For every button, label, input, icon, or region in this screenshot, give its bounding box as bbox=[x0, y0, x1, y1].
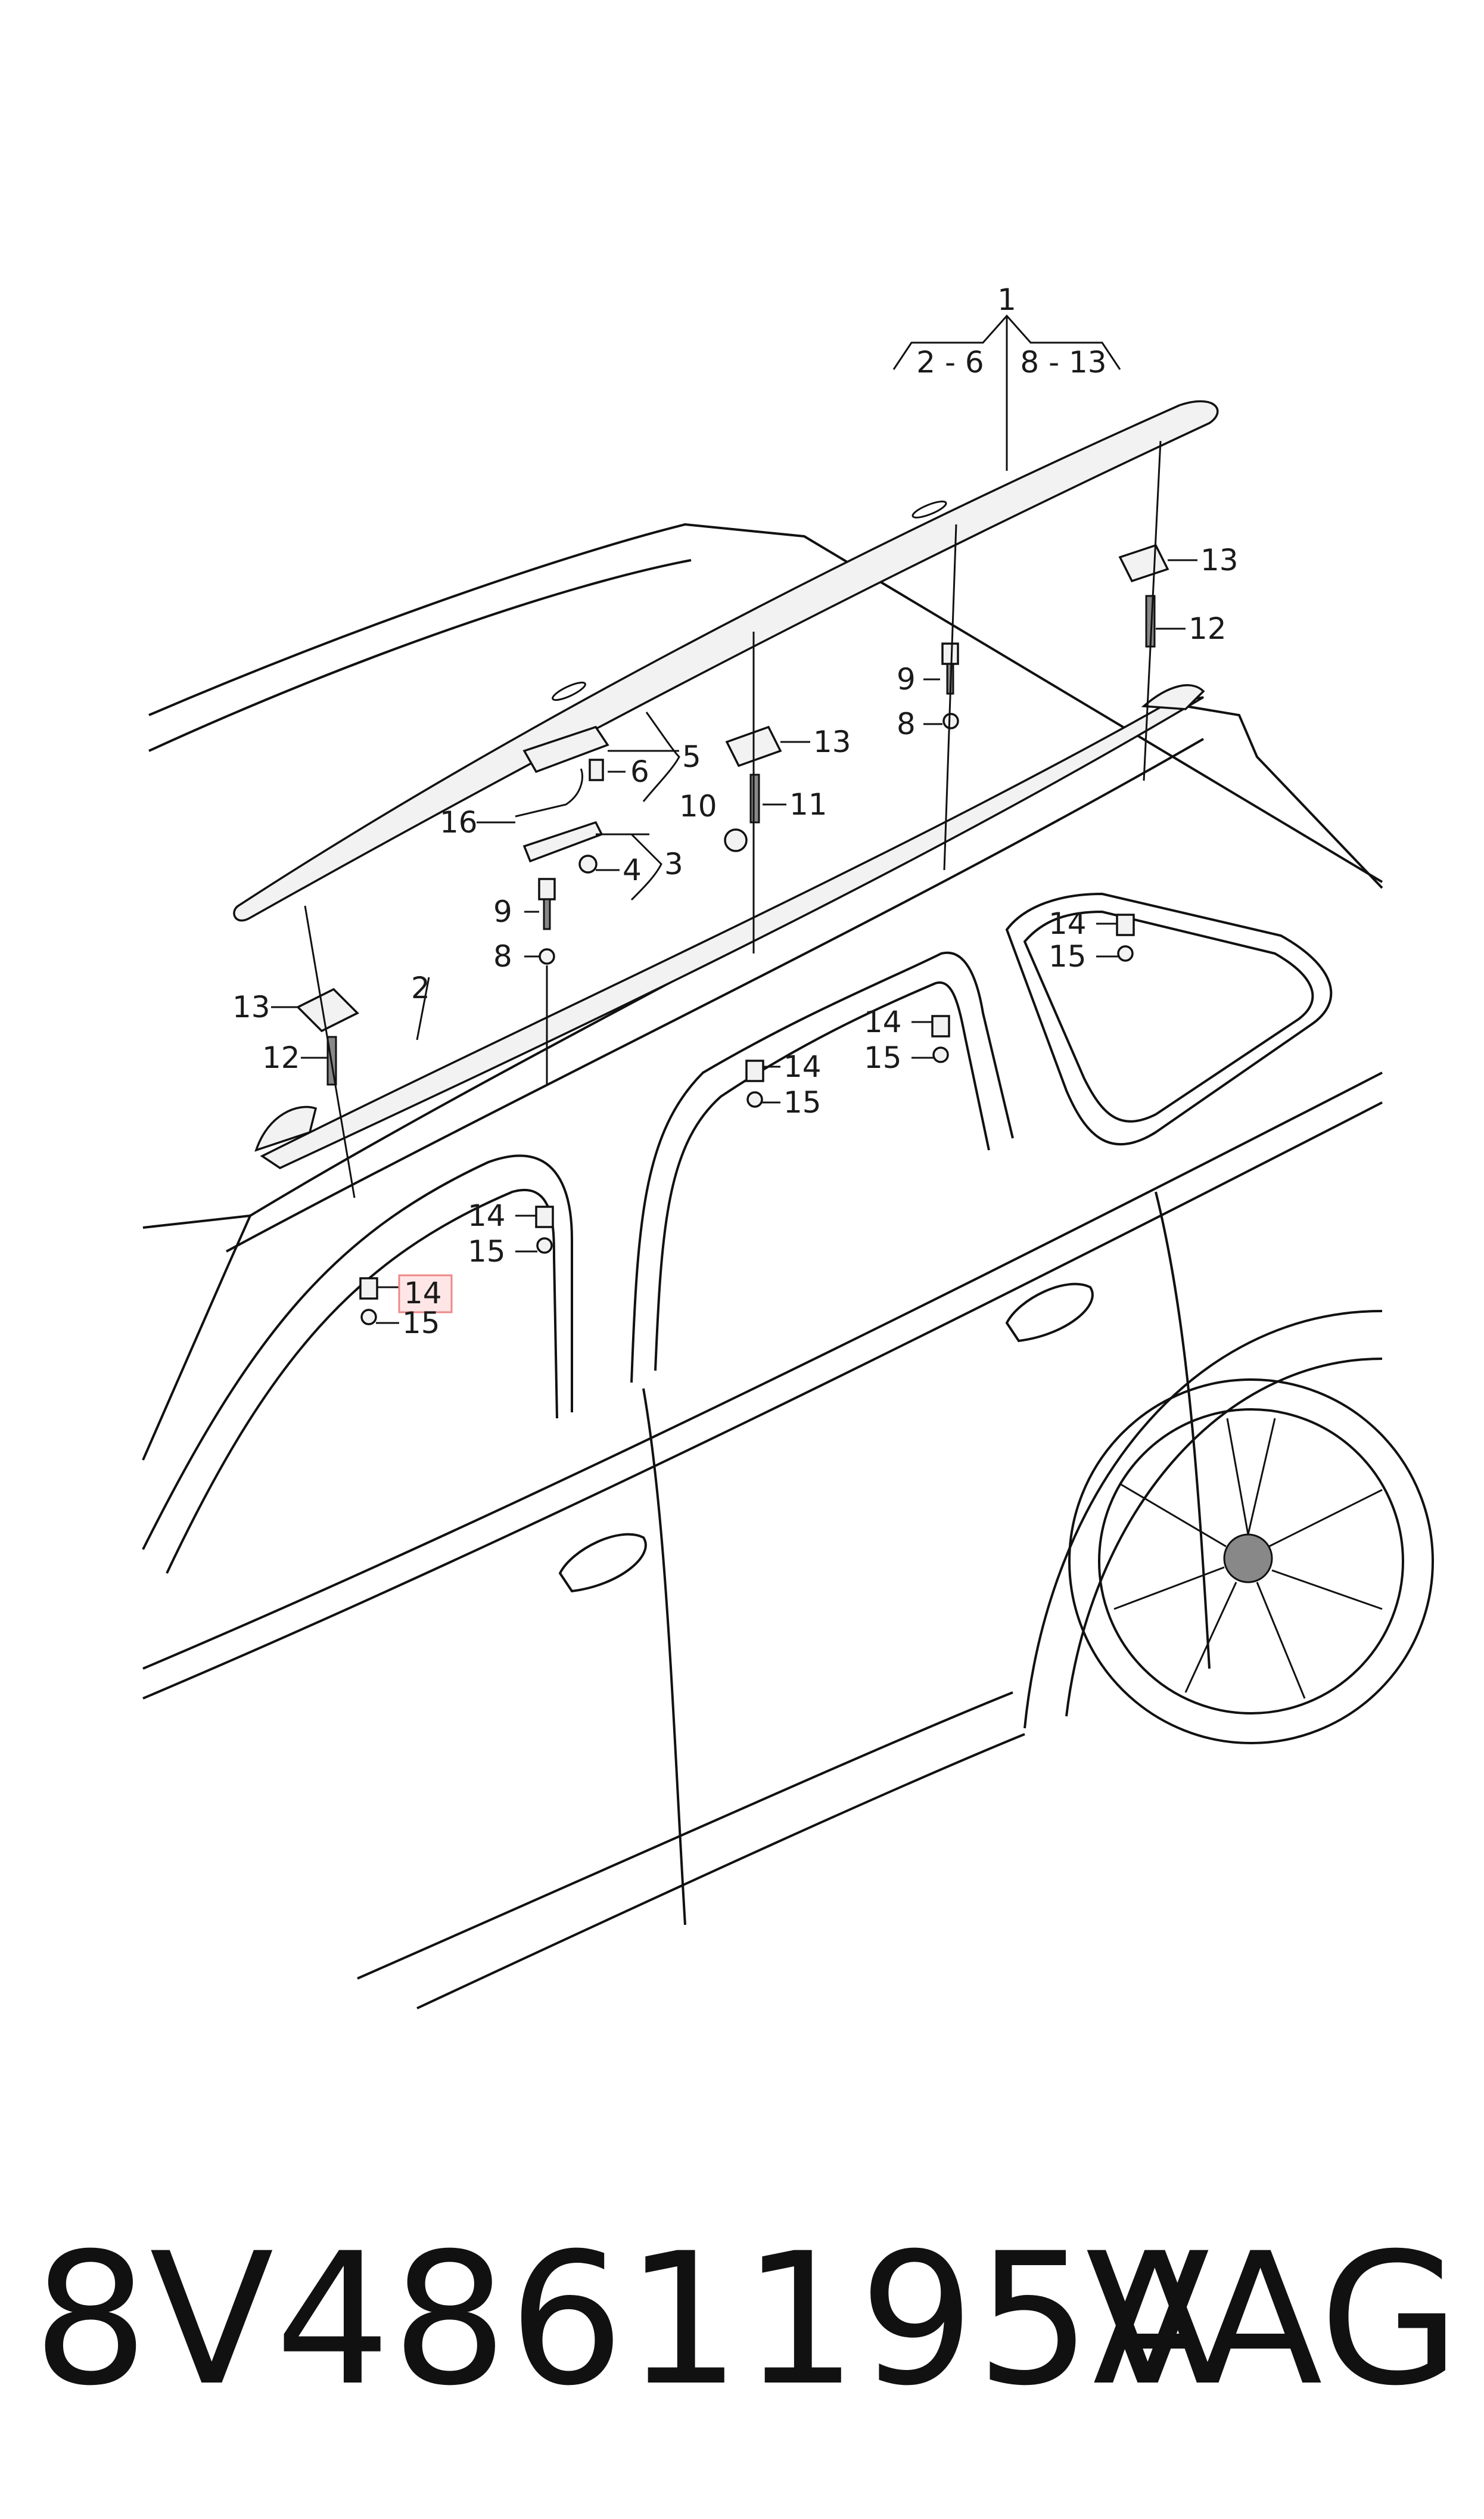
callout-9: 9 bbox=[493, 894, 512, 929]
callout-14: 14 bbox=[468, 1198, 506, 1233]
callout-12: 12 bbox=[1189, 611, 1227, 646]
group-number: 1 bbox=[997, 282, 1016, 317]
callout-5: 5 bbox=[682, 740, 701, 774]
callout-12: 12 bbox=[262, 1040, 300, 1075]
group-range-left: 2 - 6 bbox=[916, 345, 984, 380]
callouts: 13 12 9 8 13 11 10 5 6 3 4 16 9 8 13 2 1… bbox=[232, 543, 1239, 1340]
callout-8: 8 bbox=[493, 939, 512, 974]
callout-11: 11 bbox=[789, 787, 827, 822]
callout-15: 15 bbox=[402, 1306, 440, 1340]
callout-14: 14 bbox=[1049, 906, 1087, 941]
callout-8: 8 bbox=[897, 707, 916, 741]
callout-15: 15 bbox=[864, 1040, 902, 1075]
group-label: 1 2 - 6 8 - 13 bbox=[916, 282, 1106, 380]
callout-13: 13 bbox=[1200, 543, 1239, 577]
roof-rail-lower bbox=[254, 684, 1205, 1170]
callout-2: 2 bbox=[411, 971, 430, 1005]
group-range-right: 8 - 13 bbox=[1020, 345, 1106, 380]
callout-14-highlighted: 14 bbox=[404, 1276, 442, 1310]
callout-15: 15 bbox=[783, 1085, 822, 1120]
brand-label: VAG bbox=[1085, 2214, 1460, 2425]
callout-14: 14 bbox=[783, 1049, 822, 1084]
callout-15: 15 bbox=[1049, 939, 1087, 974]
hardware-parts bbox=[296, 543, 1169, 1325]
callout-3: 3 bbox=[664, 847, 683, 881]
footer: 8V4861195A VAG bbox=[0, 2205, 1484, 2419]
roof-rail-upper bbox=[233, 400, 1219, 922]
assembly-lines bbox=[271, 314, 1197, 1324]
callout-highlight-box bbox=[398, 1274, 453, 1313]
callout-14: 14 bbox=[864, 1005, 902, 1039]
callout-15: 15 bbox=[468, 1234, 506, 1269]
callout-13: 13 bbox=[232, 990, 270, 1024]
callout-4: 4 bbox=[623, 853, 642, 887]
callout-13: 13 bbox=[813, 725, 851, 759]
callout-9: 9 bbox=[897, 662, 916, 697]
car-body-outline bbox=[142, 523, 1434, 2009]
callout-6: 6 bbox=[630, 754, 649, 789]
part-number: 8V4861195A bbox=[33, 2214, 1218, 2425]
callout-10: 10 bbox=[679, 789, 717, 824]
callout-16: 16 bbox=[440, 805, 478, 840]
